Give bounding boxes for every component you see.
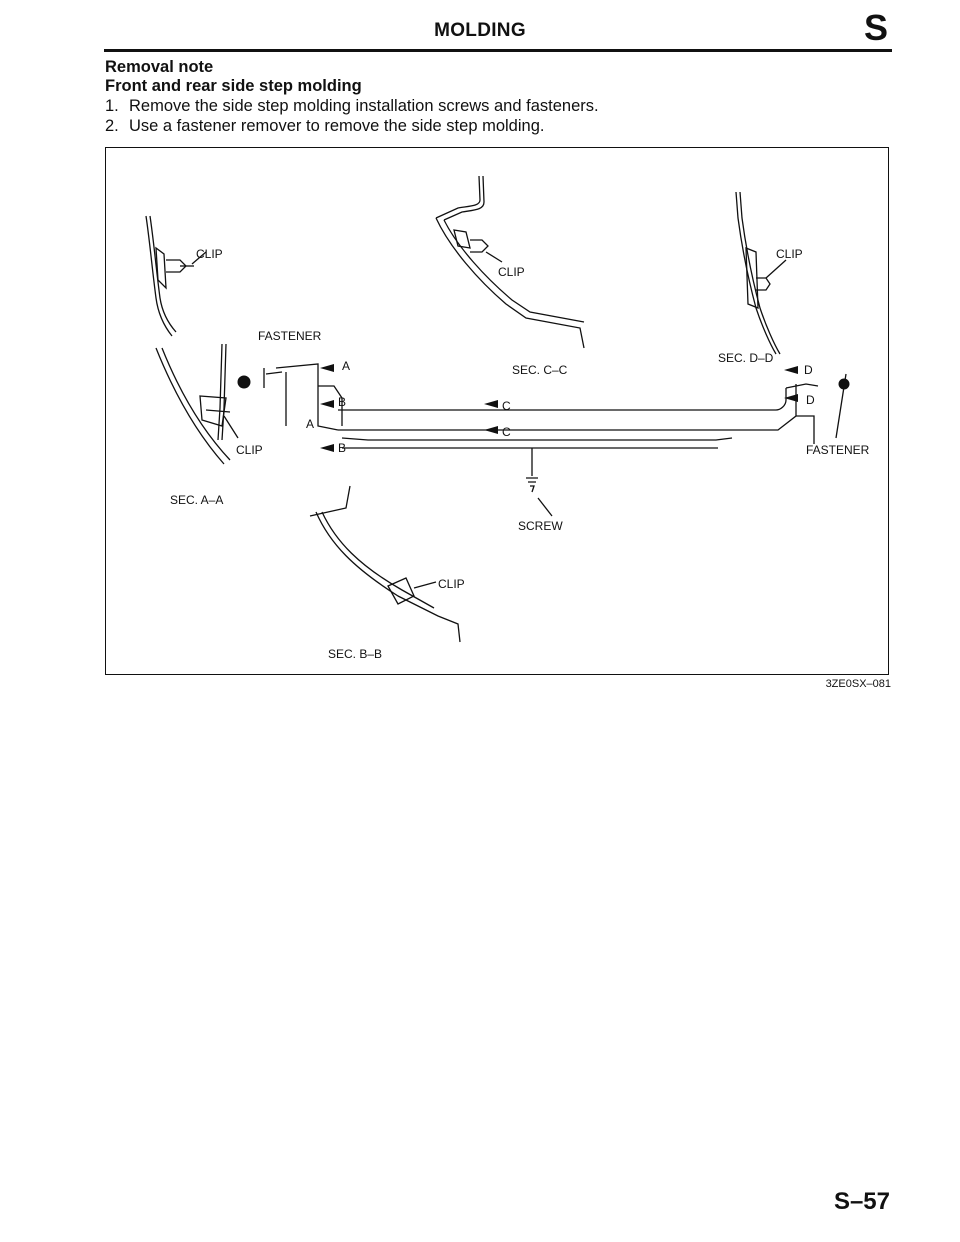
step-item: 2. Use a fastener remover to remove the s… xyxy=(105,116,905,136)
label-clip: CLIP xyxy=(776,247,803,261)
label-section-d: D xyxy=(804,363,813,377)
label-sec-bb: SEC. B–B xyxy=(328,647,382,661)
note-subheading: Front and rear side step molding xyxy=(105,77,362,95)
step-number: 1. xyxy=(105,97,119,115)
label-clip: CLIP xyxy=(498,265,525,279)
clip-detail-top-right xyxy=(735,191,787,355)
label-clip: CLIP xyxy=(438,577,465,591)
label-section-a: A xyxy=(342,359,350,373)
label-section-c: C xyxy=(502,399,511,413)
step-list: 1. Remove the side step molding installat… xyxy=(105,96,905,136)
label-clip: CLIP xyxy=(236,443,263,457)
label-fastener: FASTENER xyxy=(258,329,322,343)
label-sec-dd: SEC. D–D xyxy=(718,351,774,365)
step-text: Use a fastener remover to remove the sid… xyxy=(129,117,545,135)
diagram-svg: CLIP CLIP CLIP CLIP CLIP FASTENER FASTEN… xyxy=(145,175,870,661)
label-section-b: B xyxy=(338,441,346,455)
label-section-a: A xyxy=(306,417,314,431)
step-item: 1. Remove the side step molding installat… xyxy=(105,96,905,116)
label-section-c: C xyxy=(502,425,511,439)
page-title: MOLDING xyxy=(434,20,526,41)
screw-detail xyxy=(526,448,553,517)
label-section-d: D xyxy=(806,393,815,407)
section-letter: S xyxy=(863,7,888,48)
clip-detail-sec-bb xyxy=(309,485,461,643)
label-screw: SCREW xyxy=(518,519,563,533)
clip-detail-sec-cc xyxy=(435,175,585,349)
note-heading: Removal note xyxy=(105,58,214,76)
clip-detail-sec-aa xyxy=(155,343,239,465)
step-number: 2. xyxy=(105,117,119,135)
label-section-b: B xyxy=(338,395,346,409)
molding-diagram: CLIP CLIP CLIP CLIP CLIP FASTENER FASTEN… xyxy=(105,147,889,675)
figure-code: 3ZE0SX–081 xyxy=(825,678,891,690)
header-rule xyxy=(104,49,892,52)
clip-detail-top-left xyxy=(145,215,207,337)
label-sec-cc: SEC. C–C xyxy=(512,363,568,377)
section-arrows xyxy=(320,364,798,452)
page-number: S–57 xyxy=(833,1188,890,1215)
label-clip: CLIP xyxy=(196,247,223,261)
removal-note: Removal note Front and rear side step mo… xyxy=(105,58,905,136)
step-text: Remove the side step molding installatio… xyxy=(129,97,599,115)
label-fastener: FASTENER xyxy=(806,443,870,457)
label-sec-aa: SEC. A–A xyxy=(170,493,223,507)
fastener-marks xyxy=(237,375,850,390)
